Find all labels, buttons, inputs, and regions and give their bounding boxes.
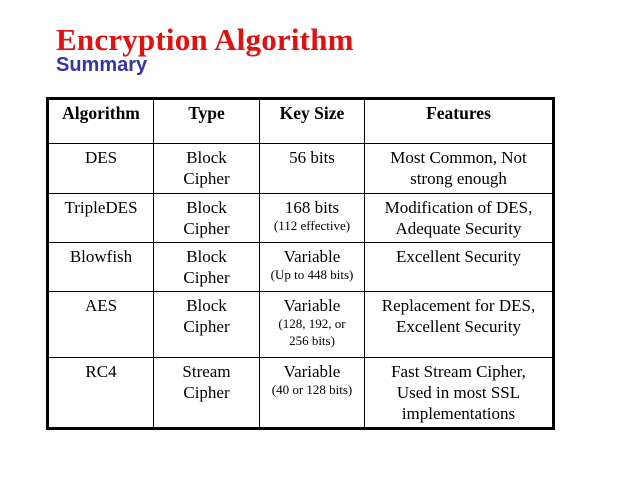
key-size-note: (40 or 128 bits) — [271, 381, 353, 397]
table-body: DES Block Cipher 56 bits Most Common, No… — [47, 143, 554, 429]
cell-features: Modification of DES, Adequate Security — [364, 193, 554, 243]
key-size-value: Variable — [283, 247, 341, 266]
column-header-features: Features — [364, 98, 554, 144]
key-size-value: 56 bits — [289, 148, 335, 167]
cell-type: Block Cipher — [153, 242, 260, 292]
table-row-aes: AES Block Cipher Variable (128, 192, or … — [47, 290, 554, 358]
table-row-des: DES Block Cipher 56 bits Most Common, No… — [47, 143, 554, 194]
key-size-value: Variable — [283, 361, 341, 381]
table-header-row: Algorithm Type Key Size Features — [47, 98, 554, 144]
cell-algorithm: Blowfish — [47, 242, 154, 292]
key-size-value: Variable — [283, 295, 341, 315]
column-header-type: Type — [153, 98, 260, 144]
cell-type: Block Cipher — [153, 290, 260, 358]
cell-algorithm: TripleDES — [47, 193, 154, 243]
column-header-algorithm: Algorithm — [47, 98, 154, 144]
cell-type: Block Cipher — [153, 193, 260, 243]
cell-type: Block Cipher — [153, 143, 260, 194]
cell-features: Excellent Security — [364, 242, 554, 292]
cell-key-size: Variable (128, 192, or 256 bits) — [259, 290, 365, 358]
key-size-value: 168 bits — [284, 198, 340, 217]
table-row-rc4: RC4 Stream Cipher Variable (40 or 128 bi… — [47, 356, 554, 429]
table-row-blowfish: Blowfish Block Cipher Variable (Up to 44… — [47, 242, 554, 292]
cell-key-size: Variable (40 or 128 bits) — [259, 356, 365, 429]
key-size-note: (112 effective) — [273, 218, 351, 234]
cell-algorithm: AES — [47, 290, 154, 358]
cell-key-size: 168 bits (112 effective) — [259, 193, 365, 243]
cell-type: Stream Cipher — [153, 356, 260, 429]
page-subtitle: Summary — [56, 54, 148, 76]
table-header: Algorithm Type Key Size Features — [47, 98, 554, 144]
cell-algorithm: RC4 — [47, 356, 154, 429]
cell-features: Replacement for DES, Excellent Security — [364, 290, 554, 358]
cell-algorithm: DES — [47, 143, 154, 194]
encryption-algorithms-table: Algorithm Type Key Size Features DES Blo… — [46, 97, 555, 430]
cell-features: Fast Stream Cipher, Used in most SSL imp… — [364, 356, 554, 429]
column-header-key-size: Key Size — [259, 98, 365, 144]
cell-key-size: 56 bits — [259, 143, 365, 194]
cell-features: Most Common, Not strong enough — [364, 143, 554, 194]
key-size-note: (128, 192, or 256 bits) — [278, 315, 346, 348]
table-row-tripledes: TripleDES Block Cipher 168 bits (112 eff… — [47, 193, 554, 243]
key-size-note: (Up to 448 bits) — [270, 267, 354, 283]
page-title: Encryption Algorithm — [56, 22, 354, 57]
cell-key-size: Variable (Up to 448 bits) — [259, 242, 365, 292]
